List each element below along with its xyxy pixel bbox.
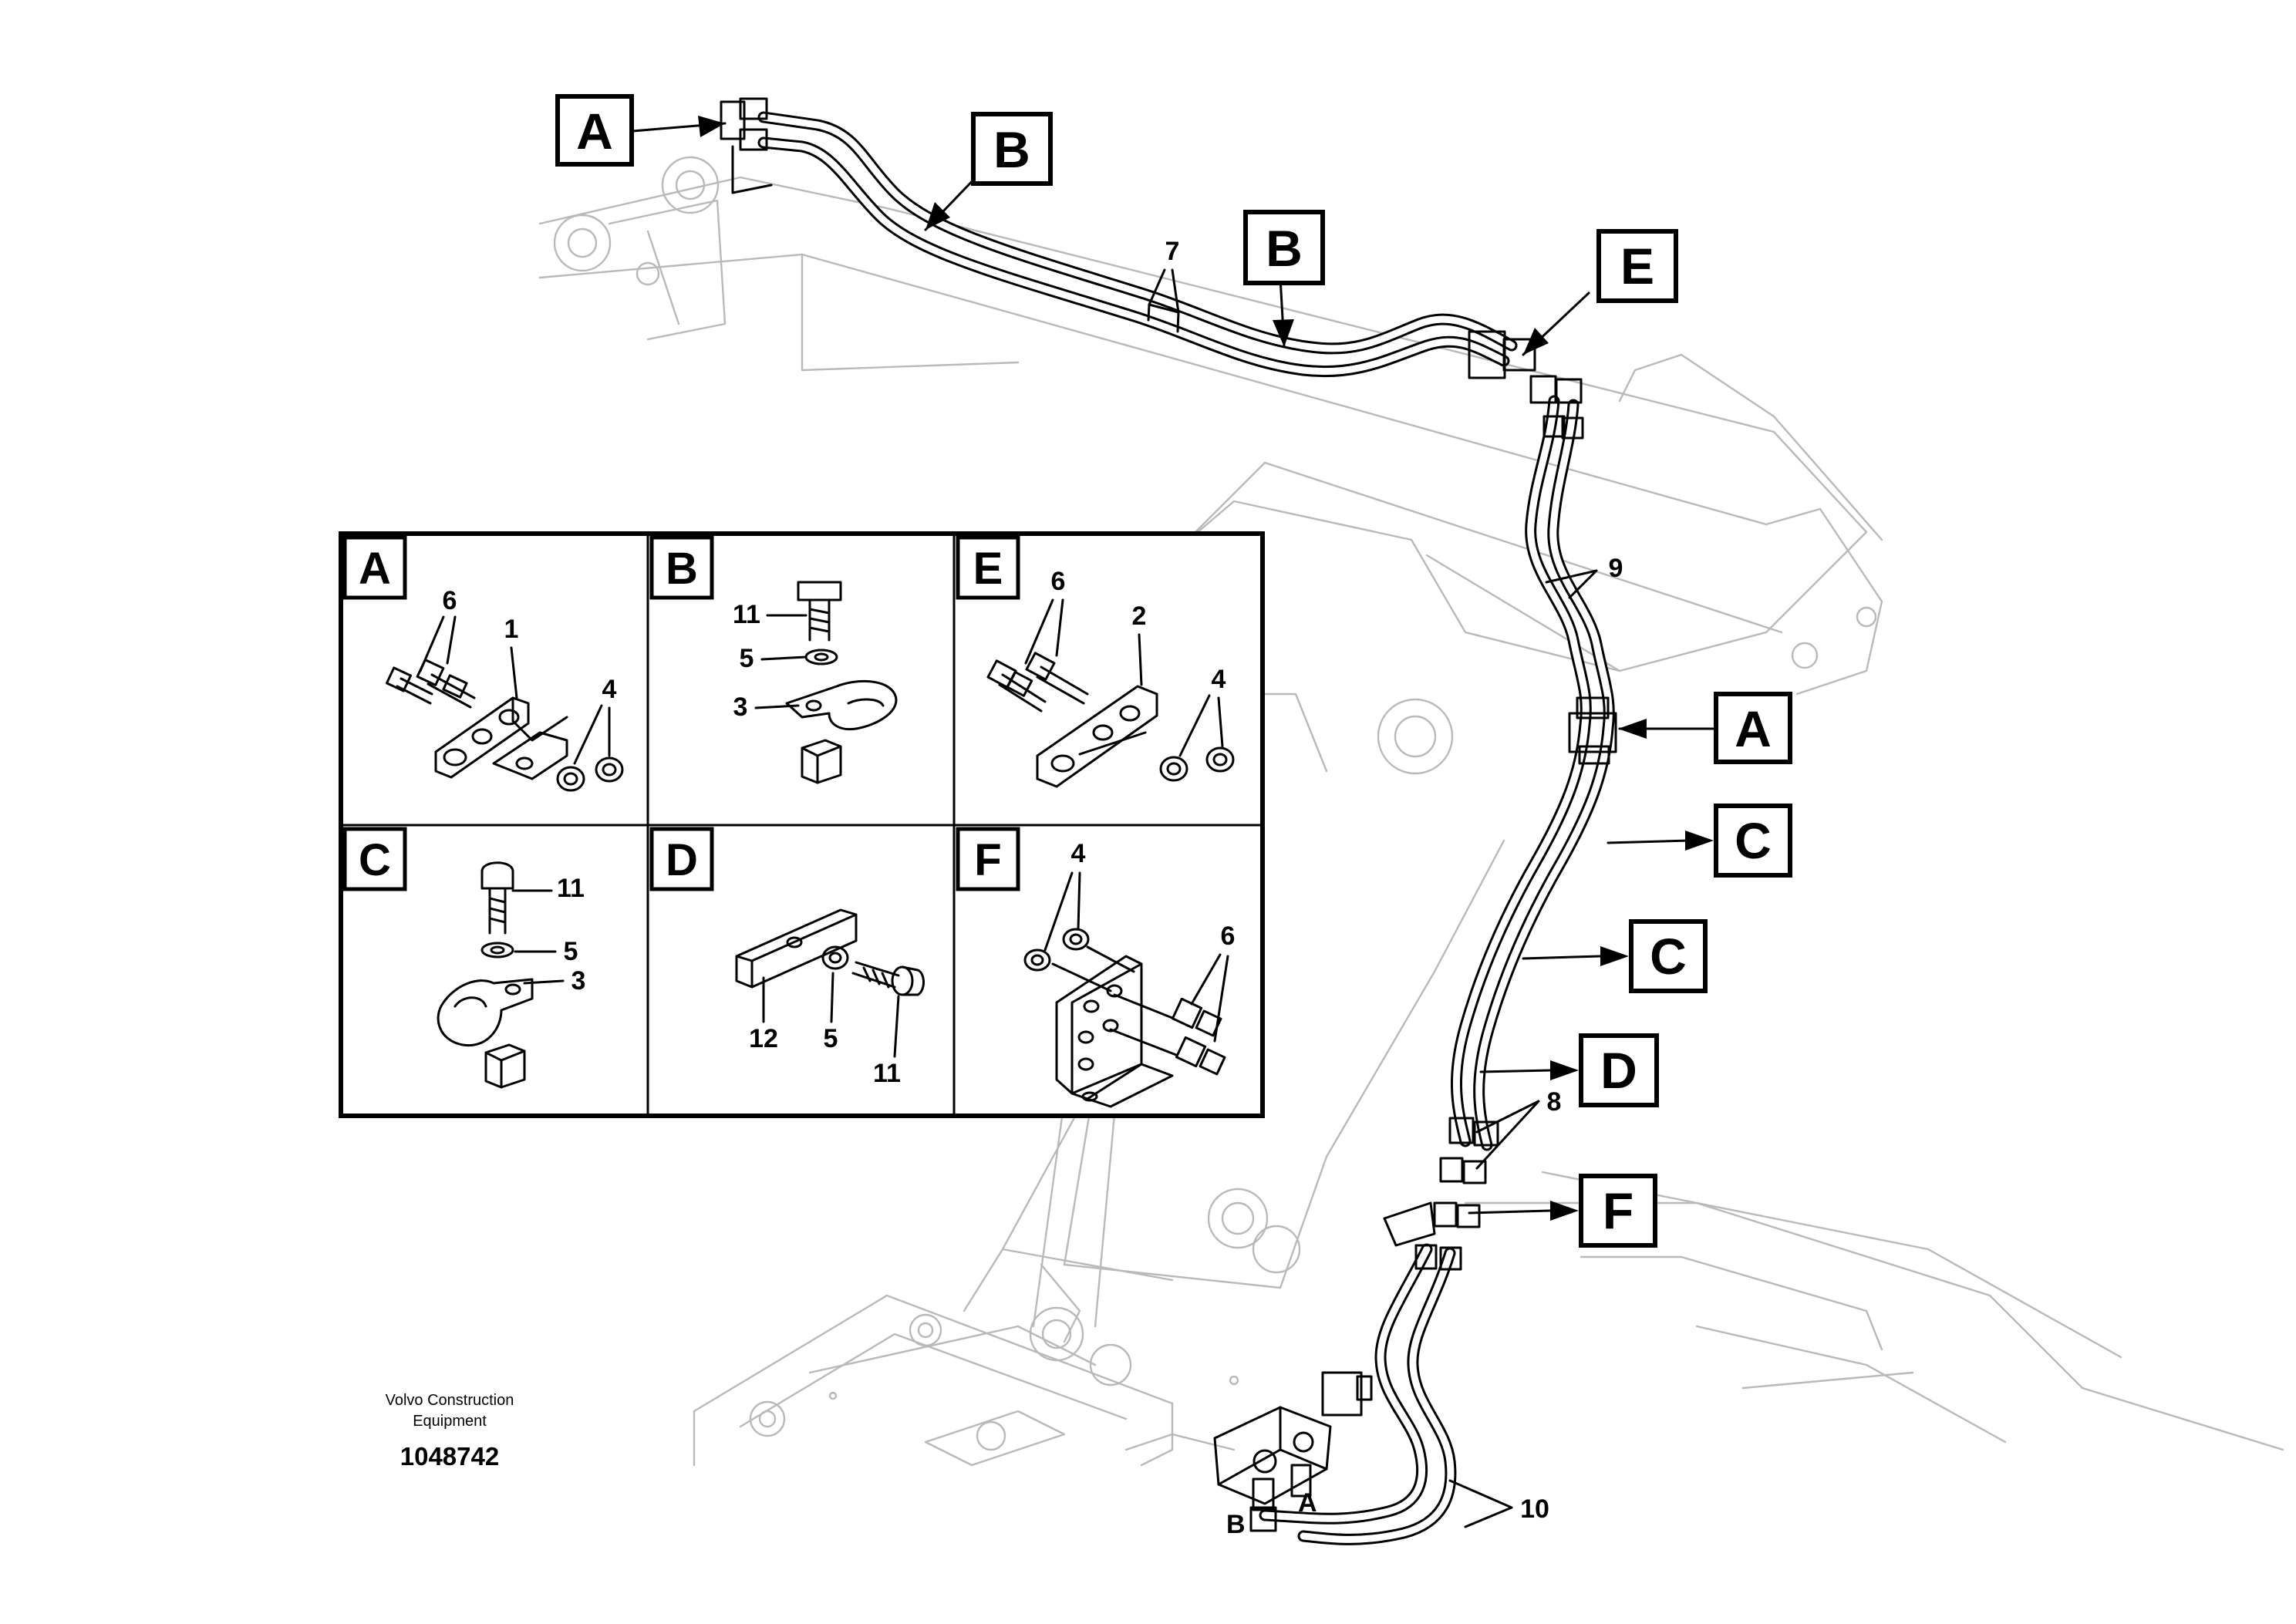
hose-run-boom-9 xyxy=(1451,395,1615,1151)
item-9-label-group: 9 xyxy=(1545,554,1623,599)
panel-c-label-3: 3 xyxy=(571,966,586,996)
item-9-label: 9 xyxy=(1609,554,1623,583)
panel-f-tag: F xyxy=(974,835,1001,885)
drawing-number: 1048742 xyxy=(400,1442,499,1471)
detail-panel-grid xyxy=(339,531,1265,1118)
panel-b-tag: B xyxy=(666,544,698,594)
callout-a-top: A xyxy=(555,94,727,167)
panel-f-label-4: 4 xyxy=(1071,839,1086,868)
callout-b-top-label: B xyxy=(993,121,1030,178)
bracket-1-drawing xyxy=(385,659,624,792)
plate-12-drawing xyxy=(735,908,925,996)
valve-marking-a: A xyxy=(1298,1488,1317,1518)
callout-d-right-label: D xyxy=(1600,1042,1637,1099)
callout-e-top-label: E xyxy=(1620,238,1654,295)
panel-b-label-5: 5 xyxy=(740,644,754,673)
panel-b-label-3: 3 xyxy=(733,692,748,722)
panel-a-tag: A xyxy=(359,544,391,594)
detail-panel-e: E 6 2 4 xyxy=(956,535,1235,788)
angle-bracket-drawing xyxy=(1023,928,1226,1108)
panel-f-label-6: 6 xyxy=(1221,922,1236,951)
control-valve-block: B A xyxy=(1213,1371,1373,1539)
excavator-boom-outline xyxy=(538,156,2284,1467)
panel-a-label-6: 6 xyxy=(443,586,457,615)
bracket-2-drawing xyxy=(986,652,1235,788)
bracket-f-fitting xyxy=(1383,1117,1499,1271)
detail-panel-a: A 6 1 4 xyxy=(342,535,624,792)
callout-a-right-label: A xyxy=(1735,700,1772,757)
item-10-label: 10 xyxy=(1520,1494,1549,1524)
panel-e-tag: E xyxy=(973,544,1003,594)
panel-d-label-11: 11 xyxy=(873,1059,901,1088)
item-8-label-group: 8 xyxy=(1475,1087,1562,1170)
callout-f-right: F xyxy=(1468,1174,1657,1248)
callout-b-mid: B xyxy=(1243,210,1325,347)
callout-d-right: D xyxy=(1479,1033,1659,1107)
panel-c-tag: C xyxy=(359,835,391,885)
clamp-3-drawing-c xyxy=(437,861,534,1089)
callout-c-right-2-label: C xyxy=(1650,928,1687,985)
callout-a-top-label: A xyxy=(576,103,613,160)
callout-e-top: E xyxy=(1522,229,1678,356)
callout-c-right-2: C xyxy=(1522,919,1708,993)
panel-c-label-5: 5 xyxy=(564,937,578,966)
panel-e-label-6: 6 xyxy=(1051,567,1066,596)
callout-a-right: A xyxy=(1618,692,1792,764)
bracket-a-boom-fitting xyxy=(1568,696,1617,765)
callout-f-right-label: F xyxy=(1603,1182,1633,1239)
bracket-e-fitting xyxy=(1468,330,1584,440)
panel-b-label-11: 11 xyxy=(733,600,760,629)
item-7-label-group: 7 xyxy=(1147,237,1180,333)
valve-marking-b: B xyxy=(1226,1510,1246,1539)
item-8-label: 8 xyxy=(1547,1087,1562,1117)
brand-line-2: Equipment xyxy=(413,1413,487,1430)
item-10-label-group: 10 xyxy=(1448,1479,1549,1528)
callout-c-right-1-label: C xyxy=(1735,812,1772,869)
brand-line-1: Volvo Construction xyxy=(386,1392,514,1409)
callout-b-mid-label: B xyxy=(1266,220,1303,277)
detail-panel-b: B 11 5 3 xyxy=(649,535,898,784)
panel-d-label-5: 5 xyxy=(824,1024,838,1053)
clamp-3-drawing xyxy=(785,581,898,784)
callout-b-top: B xyxy=(924,112,1053,231)
panel-d-label-12: 12 xyxy=(749,1024,778,1053)
detail-panel-c: C 11 5 3 xyxy=(342,827,586,1089)
item-7-label: 7 xyxy=(1165,237,1180,266)
hose-run-arm-7 xyxy=(757,111,1518,378)
panel-e-label-4: 4 xyxy=(1212,665,1226,694)
detail-panel-f: F 4 6 xyxy=(956,827,1236,1108)
detail-panel-d: D 12 5 11 xyxy=(649,827,925,1088)
panel-c-label-11: 11 xyxy=(557,874,585,903)
bracket-a-top-fitting xyxy=(720,97,773,194)
panel-e-label-2: 2 xyxy=(1132,601,1147,631)
panel-a-label-4: 4 xyxy=(602,675,617,704)
panel-d-tag: D xyxy=(666,835,698,885)
hose-run-lower-10 xyxy=(1259,1243,1457,1545)
panel-a-label-1: 1 xyxy=(504,615,519,644)
callout-c-right-1: C xyxy=(1607,804,1792,878)
footer-brand-block: Volvo Construction Equipment 1048742 xyxy=(386,1392,514,1471)
